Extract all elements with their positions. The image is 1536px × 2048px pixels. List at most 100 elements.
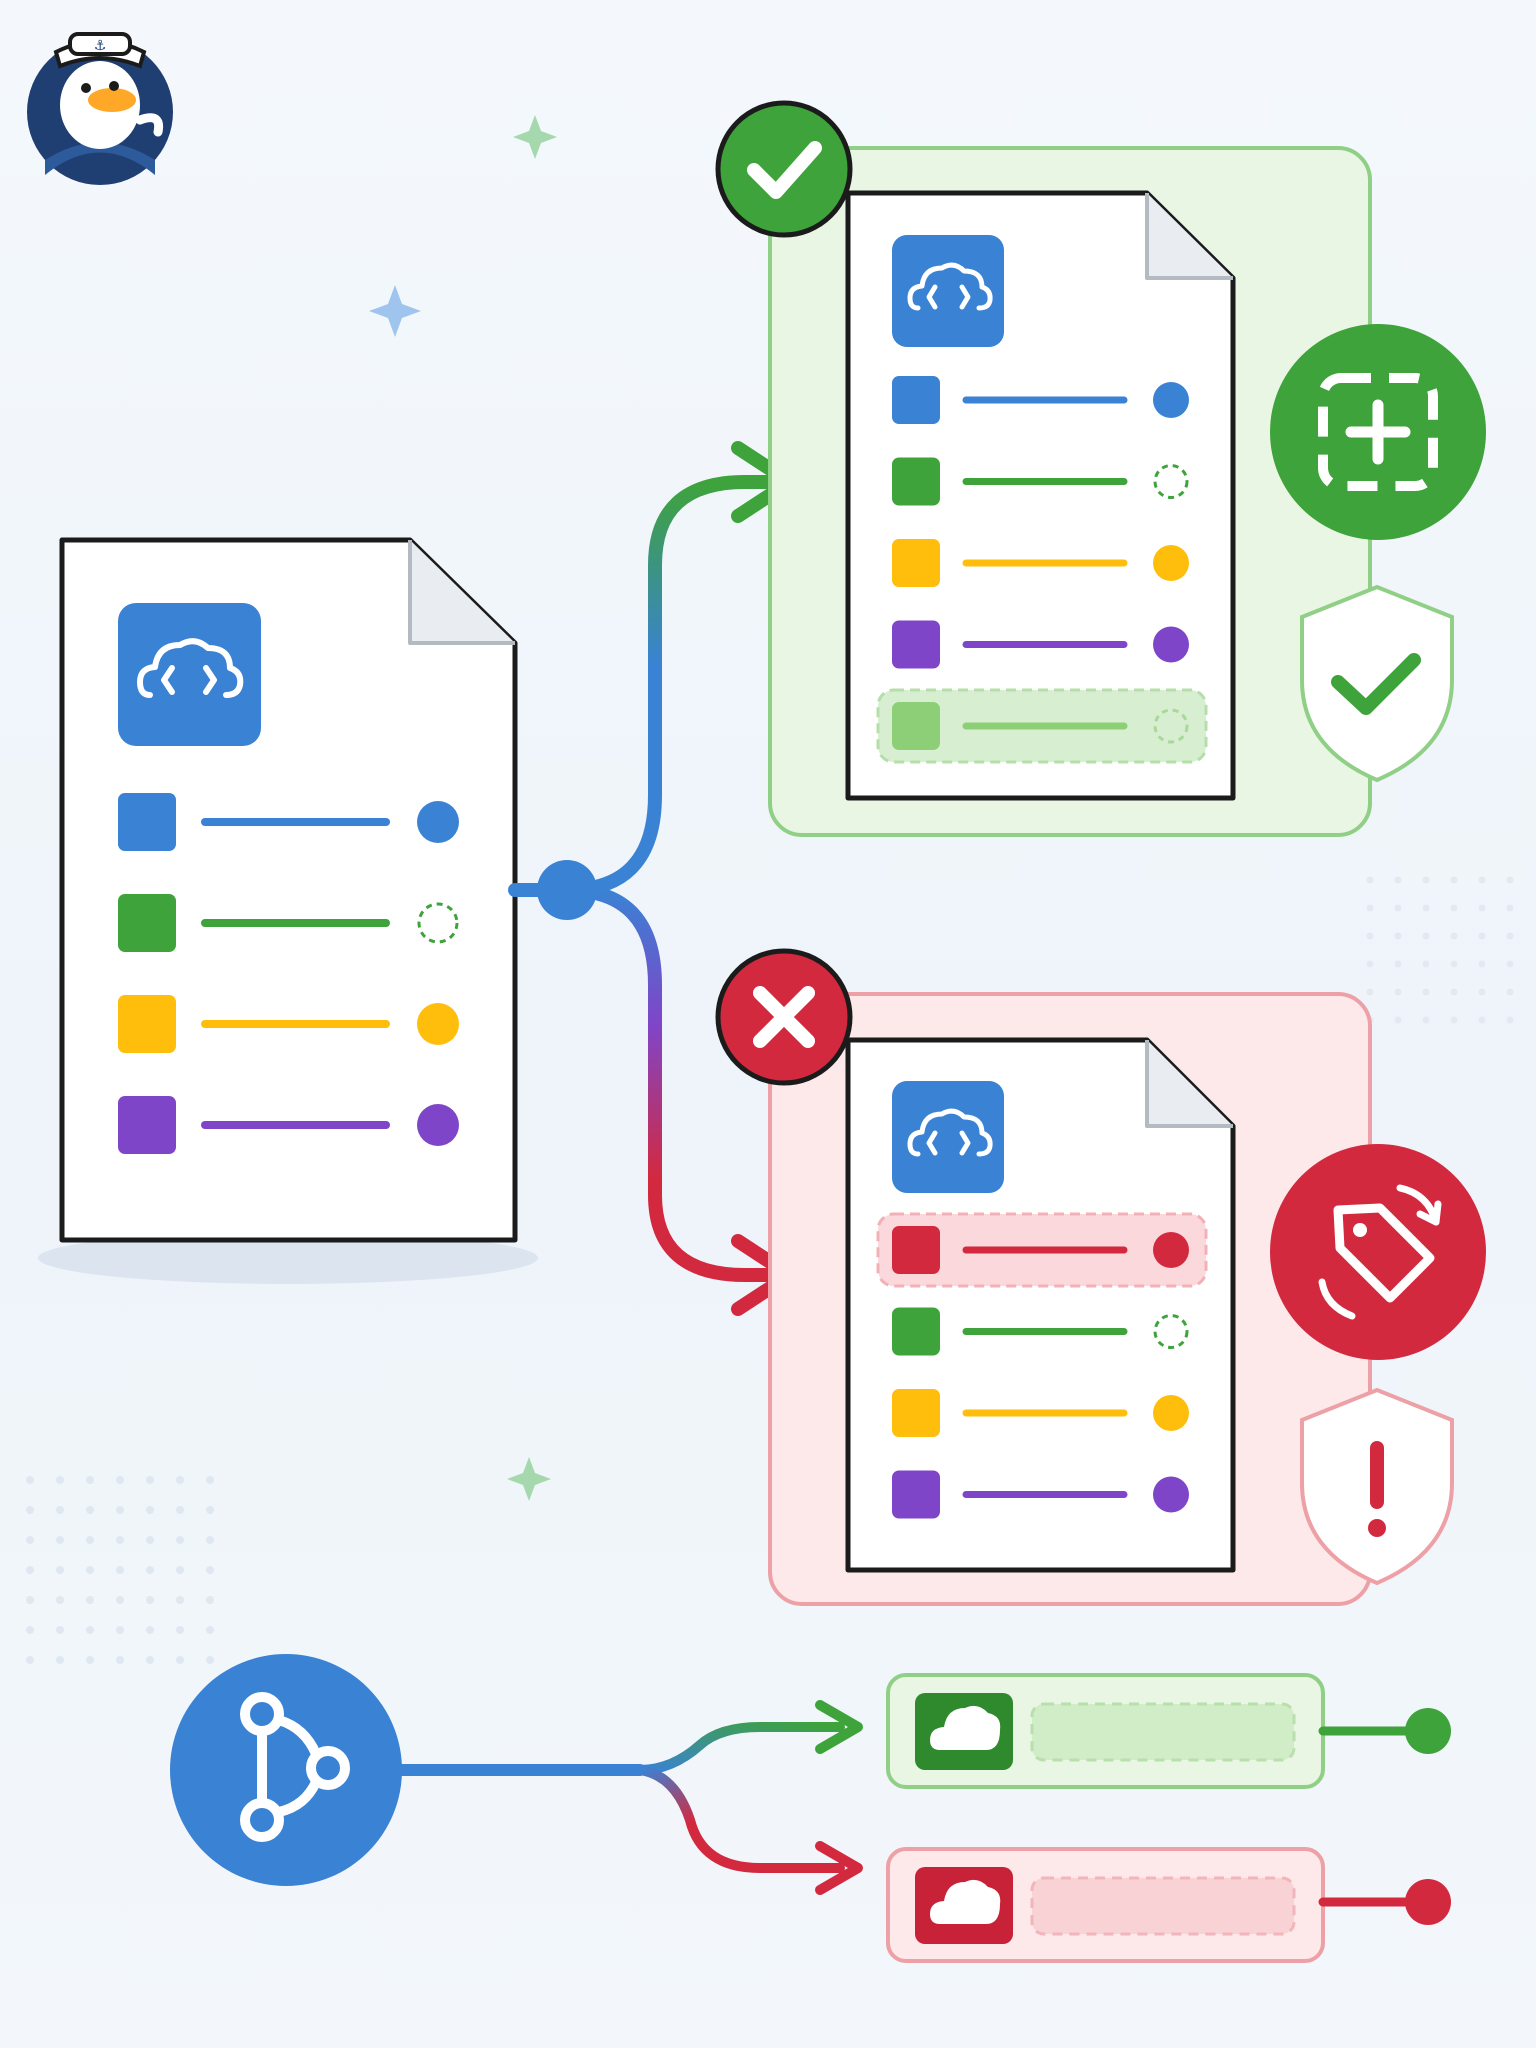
required-dot xyxy=(417,1003,459,1045)
background-dot xyxy=(116,1566,124,1574)
background-dot xyxy=(1394,988,1402,996)
tag-rotate-icon xyxy=(1270,1144,1486,1360)
field-type-square xyxy=(118,1096,176,1154)
sparkle-icon xyxy=(513,115,557,159)
background-dot xyxy=(86,1626,94,1634)
failure-branch xyxy=(715,948,1486,1606)
background-dot xyxy=(26,1596,34,1604)
cloud-code-icon xyxy=(137,638,244,698)
background-dot xyxy=(1450,932,1458,940)
schema-field-row xyxy=(876,1212,1208,1288)
background-dot xyxy=(176,1656,184,1664)
optional-dot xyxy=(1153,1314,1189,1349)
field-type-square xyxy=(892,539,940,587)
background-dot xyxy=(1478,988,1486,996)
background-dot xyxy=(1366,932,1374,940)
field-type-square xyxy=(892,457,940,506)
background-dot xyxy=(1366,988,1374,996)
required-dot xyxy=(417,801,459,843)
required-dot xyxy=(1153,1395,1189,1431)
background-dot xyxy=(206,1656,214,1664)
background-dot xyxy=(1478,1016,1486,1024)
background-dot xyxy=(1506,932,1514,940)
optional-dot xyxy=(1153,708,1189,744)
field-type-square xyxy=(118,995,176,1053)
optional-dot xyxy=(417,902,459,944)
field-type-square xyxy=(892,1389,940,1437)
svg-text:⚓: ⚓ xyxy=(94,38,107,54)
background-dot xyxy=(206,1596,214,1604)
background-dot xyxy=(116,1596,124,1604)
sailor-duck-mascot-icon: ⚓ xyxy=(27,32,173,185)
background-dot xyxy=(1422,904,1430,912)
schema-field-list xyxy=(118,793,459,1154)
success-outcome-card xyxy=(886,1673,1451,1789)
required-dot xyxy=(1153,545,1189,581)
background-dot xyxy=(56,1596,64,1604)
background-dot xyxy=(1478,876,1486,884)
background-dot xyxy=(146,1626,154,1634)
background-dot xyxy=(1394,932,1402,940)
background-dot xyxy=(1478,904,1486,912)
schema-field-list xyxy=(876,376,1208,764)
arrow-head xyxy=(815,1841,863,1895)
schema-field-row xyxy=(118,793,459,851)
schema-field-row xyxy=(118,894,459,952)
background-dot xyxy=(26,1476,34,1484)
field-type-square xyxy=(892,702,940,750)
shield-alert-icon xyxy=(1300,1387,1454,1586)
required-dot xyxy=(417,1104,459,1146)
cloud-icon xyxy=(930,1705,1001,1750)
branch-icon xyxy=(170,1654,402,1886)
required-dot xyxy=(1153,1476,1189,1513)
background-dot xyxy=(56,1656,64,1664)
background-dot xyxy=(56,1476,64,1484)
schema-field-row xyxy=(876,688,1208,764)
background-dot xyxy=(26,1626,34,1634)
background-dot xyxy=(1394,876,1402,884)
field-type-square xyxy=(892,620,940,669)
field-type-square xyxy=(892,1470,940,1519)
background-dot xyxy=(1422,876,1430,884)
background-dot xyxy=(116,1536,124,1544)
background-dot xyxy=(86,1596,94,1604)
background-dot xyxy=(146,1476,154,1484)
background-dot xyxy=(1394,960,1402,968)
background-dot xyxy=(176,1506,184,1514)
background-dot xyxy=(1450,1016,1458,1024)
required-dot xyxy=(1153,1232,1189,1268)
background-dot xyxy=(86,1656,94,1664)
document-logo xyxy=(892,1081,1004,1193)
required-dot xyxy=(1153,382,1189,418)
background-dot xyxy=(176,1626,184,1634)
field-type-square xyxy=(118,793,176,851)
background-dot xyxy=(1506,960,1514,968)
background-dot xyxy=(56,1566,64,1574)
background-dot xyxy=(1394,904,1402,912)
sparkle-icon xyxy=(369,285,421,337)
background-dot xyxy=(116,1656,124,1664)
background-dot xyxy=(26,1536,34,1544)
schema-field-row xyxy=(892,1389,1189,1437)
background-dot xyxy=(1422,988,1430,996)
background-dot xyxy=(1422,1016,1430,1024)
background-dot xyxy=(176,1536,184,1544)
background-dot xyxy=(86,1566,94,1574)
schema-field-row xyxy=(892,539,1189,587)
schema-field-row xyxy=(892,1307,1189,1356)
branch-connectors xyxy=(508,441,797,1316)
background-dot xyxy=(1506,1016,1514,1024)
background-dot xyxy=(1506,876,1514,884)
background-dot xyxy=(1366,904,1374,912)
background-dot xyxy=(1366,960,1374,968)
document-logo xyxy=(118,603,261,746)
background-dot xyxy=(146,1596,154,1604)
field-type-square xyxy=(892,1226,940,1274)
schema-field-row xyxy=(892,457,1189,506)
background-dot xyxy=(176,1596,184,1604)
background-dot xyxy=(1422,932,1430,940)
schema-field-row xyxy=(892,376,1189,424)
background-dot xyxy=(146,1656,154,1664)
required-dot xyxy=(1153,626,1189,663)
